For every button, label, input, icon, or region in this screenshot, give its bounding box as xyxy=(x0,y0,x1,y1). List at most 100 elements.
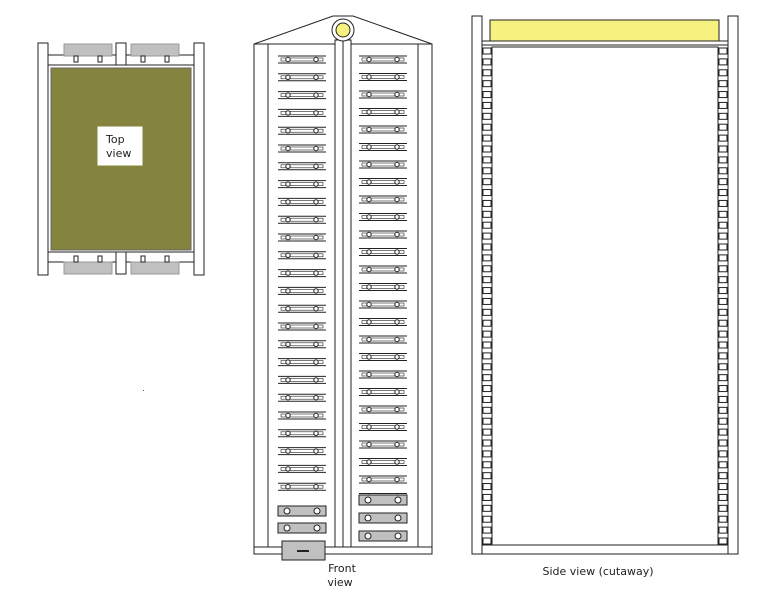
side-view-rung xyxy=(482,406,492,414)
gray-slot-body xyxy=(358,512,408,524)
side-view-rung xyxy=(482,287,492,295)
front-view-slot xyxy=(278,482,326,491)
front-view-slot xyxy=(359,405,407,414)
slot-screw xyxy=(313,110,319,116)
top-view-gray-block xyxy=(130,43,180,57)
slot-screw xyxy=(394,301,400,308)
front-view-slot xyxy=(278,91,326,100)
slot-bar xyxy=(361,407,405,412)
slot-bar xyxy=(361,267,405,272)
slot-screw xyxy=(313,288,319,294)
slot-screw xyxy=(313,395,319,401)
side-view-rung xyxy=(482,352,492,360)
slot-bar xyxy=(280,467,324,471)
front-view-slot xyxy=(278,304,326,313)
front-view-slot xyxy=(359,265,407,274)
slot-bar xyxy=(280,164,324,169)
slot-screw xyxy=(313,466,319,472)
slot-screw xyxy=(366,214,372,220)
slot-screw xyxy=(285,359,291,365)
slot-screw xyxy=(313,341,319,347)
slot-screw xyxy=(285,92,291,98)
slot-screw xyxy=(394,459,400,465)
front-view-slot xyxy=(359,230,407,239)
slot-screw xyxy=(366,336,372,343)
slot-bar xyxy=(280,128,324,133)
slot-screw xyxy=(366,56,372,63)
front-view-label-line1: Front xyxy=(328,562,357,575)
gray-slot-body xyxy=(277,522,327,534)
slot-screw xyxy=(313,56,319,63)
slot-bar xyxy=(280,75,324,80)
slot-screw xyxy=(394,74,400,80)
slot-screw xyxy=(285,466,291,472)
side-view-rung xyxy=(718,232,728,240)
slot-screw xyxy=(285,323,291,330)
side-view-rung xyxy=(718,526,728,534)
front-view-ring-inner xyxy=(335,22,351,38)
side-view-rung xyxy=(718,254,728,262)
front-view-slot xyxy=(278,286,326,295)
side-view-rung xyxy=(482,472,492,480)
front-view-slot xyxy=(359,90,407,99)
side-view-rung xyxy=(482,69,492,77)
slot-screw xyxy=(285,217,291,223)
gray-slot-screw xyxy=(394,496,402,504)
side-view-rung xyxy=(718,439,728,447)
front-view-slot xyxy=(359,55,407,64)
side-view-rung xyxy=(482,123,492,131)
slot-screw xyxy=(394,179,400,185)
slot-screw xyxy=(366,249,372,255)
slot-screw xyxy=(394,56,400,63)
front-view-gray-slot xyxy=(358,494,408,506)
side-view-rung xyxy=(718,504,728,512)
slot-screw xyxy=(285,395,291,401)
slot-bar xyxy=(280,378,324,382)
slot-bar xyxy=(280,57,324,62)
side-view-rung xyxy=(482,493,492,501)
slot-screw xyxy=(285,234,291,241)
front-view-slot xyxy=(278,108,326,117)
slot-screw xyxy=(394,424,400,430)
front-view-slot xyxy=(359,458,407,466)
slot-screw xyxy=(313,181,319,187)
front-view-slot xyxy=(359,440,407,449)
side-view-rung xyxy=(718,276,728,284)
front-view-slot xyxy=(278,180,326,189)
side-view-rung xyxy=(718,363,728,371)
side-view-top-bar xyxy=(481,40,729,46)
side-view-rung xyxy=(718,287,728,295)
side-view-rung xyxy=(482,526,492,534)
side-view-rung xyxy=(482,319,492,327)
slot-screw xyxy=(285,270,291,276)
slot-screw xyxy=(313,484,319,490)
front-view-slot xyxy=(359,108,407,116)
side-view-rung xyxy=(718,69,728,77)
side-view-rung xyxy=(482,156,492,164)
gray-slot-screw xyxy=(364,496,372,504)
slot-screw xyxy=(366,144,372,150)
side-view-rung xyxy=(482,91,492,99)
slot-screw xyxy=(394,249,400,255)
side-view-rung xyxy=(718,417,728,425)
front-view-right-rail xyxy=(417,43,433,549)
side-view-rung xyxy=(482,145,492,153)
slot-screw xyxy=(366,91,372,98)
front-view-slot xyxy=(359,353,407,361)
front-view-slot xyxy=(278,73,326,82)
slot-screw xyxy=(366,196,372,203)
front-view-slot xyxy=(359,178,407,186)
slot-bar xyxy=(280,111,324,115)
slot-bar xyxy=(361,110,405,114)
top-view-center-notch-bottom xyxy=(115,251,127,275)
front-view-slot xyxy=(278,55,326,64)
slot-screw xyxy=(366,266,372,273)
side-view-rung xyxy=(482,537,492,545)
top-view-right-rail xyxy=(193,42,205,276)
slot-bar xyxy=(361,197,405,202)
front-view-slot xyxy=(359,195,407,204)
top-view-label-box xyxy=(97,126,143,166)
gray-slot-screw xyxy=(364,532,372,540)
slot-screw xyxy=(366,126,372,133)
